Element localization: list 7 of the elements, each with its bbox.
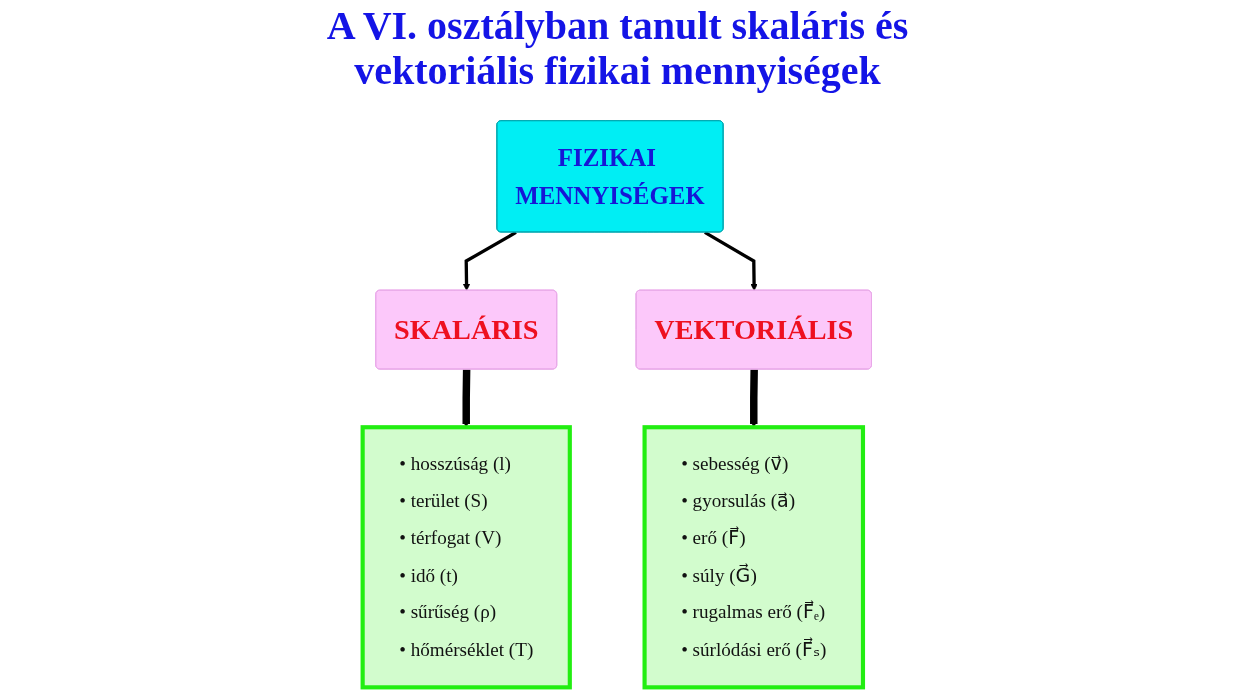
arrow	[704, 230, 759, 291]
title: A VI. osztályban tanult skaláris és vektoriális fizikai mennyiségek	[325, 4, 910, 94]
node-box: • sebesség (v⃗) • gyorsulás (a⃗) • erő (F⃗) • súly (G⃗) • rugalmas erő (F⃗ₑ) • súrlódási erő (F⃗ₛ)	[642, 425, 866, 690]
arrow	[462, 369, 471, 428]
node-box: • hosszúság (l) • terület (S) • térfogat (V) • idő (t) • sűrűség (ρ) • hőmérséklet (T)	[361, 425, 573, 690]
arrow	[463, 230, 518, 291]
arrow	[750, 369, 759, 428]
